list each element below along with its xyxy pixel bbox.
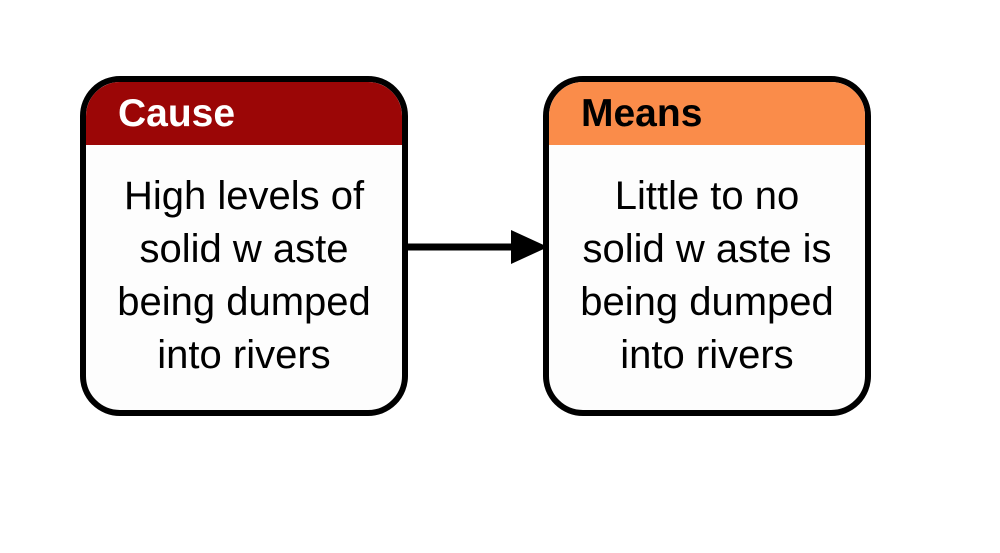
means-box-title: Means (581, 92, 703, 135)
cause-text-line-2: solid w aste (139, 226, 349, 271)
means-box-header: Means (549, 82, 865, 145)
cause-text-line-1: High levels of (123, 173, 365, 218)
cause-to-means-arrow (403, 230, 548, 264)
means-box-body: Little to no solid w aste is being dumpe… (549, 145, 865, 410)
means-text-line-2: solid w aste is (582, 226, 832, 271)
cause-text-line-4: into rivers (157, 332, 331, 377)
cause-box-title: Cause (118, 92, 236, 135)
means-text-line-1: Little to no (614, 173, 800, 218)
cause-text-line-3: being dumped (117, 279, 371, 324)
arrow-head-icon (511, 230, 548, 264)
means-text-line-3: being dumped (580, 279, 834, 324)
means-text-line-4: into rivers (620, 332, 794, 377)
cause-box-header: Cause (86, 82, 402, 145)
cause-box: Cause High levels of solid w aste being … (80, 76, 408, 416)
means-box: Means Little to no solid w aste is being… (543, 76, 871, 416)
cause-box-body: High levels of solid w aste being dumped… (86, 145, 402, 410)
